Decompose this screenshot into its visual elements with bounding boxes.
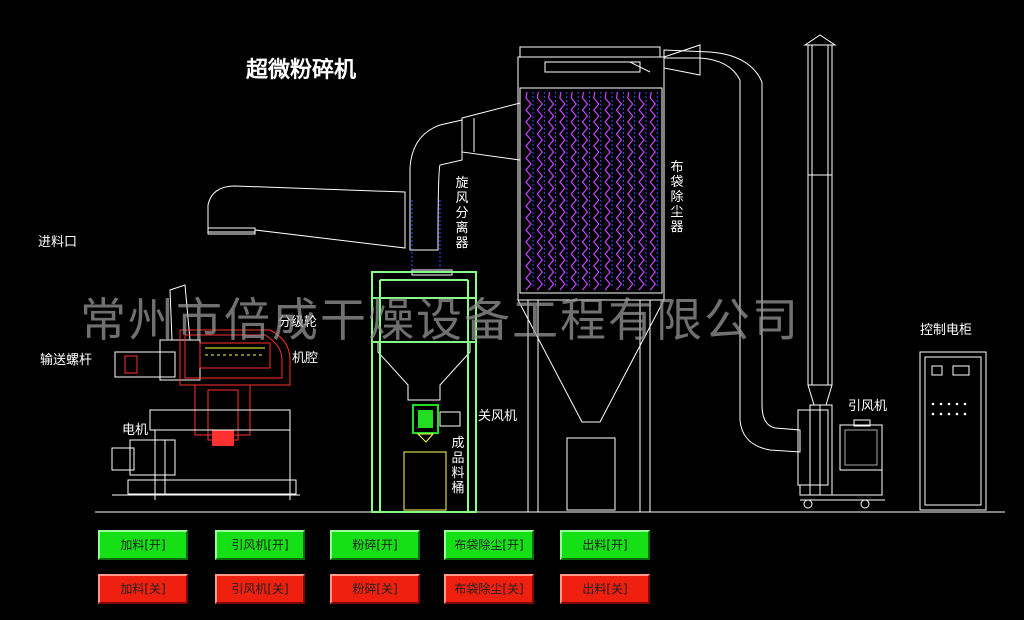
product-bucket [403,451,447,511]
discharge-off-button[interactable]: 出料[关] [560,574,650,604]
bag-filter-off-button[interactable]: 布袋除尘[关] [444,574,534,604]
label-bag-filter: 布袋除尘器 [670,160,684,235]
fan-on-button[interactable]: 引风机[开] [215,530,305,560]
filter-bag [559,91,566,291]
cyclone-frame [371,271,477,513]
label-machine-chamber: 机腔 [292,351,319,366]
airlock-valve [412,404,461,443]
discharge-on-button[interactable]: 出料[开] [560,530,650,560]
grind-off-button[interactable]: 粉碎[关] [330,574,420,604]
fan-off-button[interactable]: 引风机[关] [215,574,305,604]
filter-bag [638,91,645,291]
exhaust-stack [803,34,837,496]
label-screw-conveyor: 输送螺杆 [40,353,93,368]
screw-conveyor-tube [114,351,176,378]
label-control-cabinet: 控制电柜 [920,323,973,338]
duct-cyclone-top [409,119,463,251]
duct-to-filter [461,102,521,161]
label-feed-inlet: 进料口 [38,235,78,250]
filter-bag [570,91,577,291]
feed-on-button[interactable]: 加料[开] [98,530,188,560]
induced-fan [797,409,885,509]
filter-bag [626,91,634,291]
filter-bag [547,91,555,291]
label-product-bucket: 成品料桶 [451,436,465,496]
bag-filter-on-button[interactable]: 布袋除尘[开] [444,530,534,560]
filter-bag [525,91,532,291]
filter-bag [649,91,657,291]
label-airlock: 关风机 [478,409,518,424]
filter-bag [615,91,623,291]
bag-filter [517,46,665,512]
label-motor: 电机 [122,423,149,438]
label-cyclone: 旋风分离器 [455,176,469,251]
duct-mill-cyclone [207,185,406,249]
duct-filter-fan [663,49,801,453]
filter-bag [536,91,544,291]
diagram-title: 超微粉碎机 [246,58,357,83]
feed-off-button[interactable]: 加料[关] [98,574,188,604]
mill-chamber [179,329,291,386]
control-cabinet-drawing [919,351,987,511]
label-classifier-wheel: 分级轮 [278,315,318,330]
grind-on-button[interactable]: 粉碎[开] [330,530,420,560]
filter-bag [593,91,600,291]
label-fan: 引风机 [848,399,888,414]
cyclone-cone [377,341,471,401]
filter-bag [604,91,611,291]
filter-bag [581,91,589,291]
company-watermark: 常州市倍成干燥设备工程有限公司 [80,293,800,347]
mill [111,284,300,500]
